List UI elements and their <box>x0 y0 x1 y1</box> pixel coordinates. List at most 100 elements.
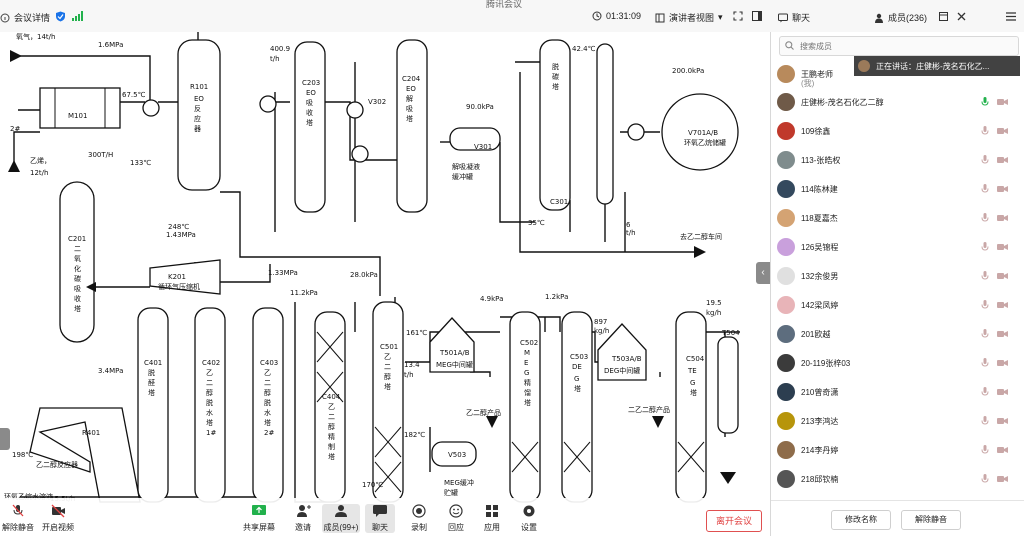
mic-icon[interactable] <box>981 445 989 455</box>
chat-icon <box>778 13 788 22</box>
reaction-button[interactable]: 回应 <box>442 504 470 533</box>
mic-icon[interactable] <box>981 271 989 281</box>
fullscreen-icon[interactable] <box>733 11 743 21</box>
sidebar-toggle-icon[interactable] <box>752 11 762 21</box>
member-name: 210曾奇潇 <box>801 387 839 397</box>
camera-icon[interactable] <box>997 301 1008 309</box>
member-row[interactable]: 113-张皓权 <box>777 148 1019 172</box>
avatar <box>777 93 795 111</box>
diagram-label: 19.5 <box>706 299 722 307</box>
diagram-label: 塔 <box>574 384 581 393</box>
member-row[interactable]: 126吴锦程 <box>777 235 1019 259</box>
popout-icon[interactable] <box>939 12 948 21</box>
mic-icon[interactable] <box>981 358 989 368</box>
diagram-label: 精 <box>328 432 335 441</box>
member-row[interactable]: 20-119张梓03 <box>777 351 1019 375</box>
share-screen-button[interactable]: 共享屏幕 <box>240 504 278 533</box>
search-input[interactable] <box>798 37 1002 55</box>
camera-icon[interactable] <box>997 185 1008 193</box>
mic-icon[interactable] <box>981 97 989 107</box>
diagram-label: C401 <box>144 359 162 367</box>
apps-button[interactable]: 应用 <box>478 504 506 533</box>
camera-icon[interactable] <box>997 359 1008 367</box>
diagram-label: 乙 <box>206 369 213 377</box>
member-row[interactable]: 142梁凤婷 <box>777 293 1019 317</box>
mic-icon[interactable] <box>981 300 989 310</box>
camera-icon[interactable] <box>997 388 1008 396</box>
camera-icon[interactable] <box>997 127 1008 135</box>
camera-icon[interactable] <box>997 156 1008 164</box>
member-row[interactable]: 210曾奇潇 <box>777 380 1019 404</box>
diagram-label: 1.2kPa <box>545 293 568 301</box>
leave-meeting-button[interactable]: 离开会议 <box>706 510 762 532</box>
member-search[interactable] <box>779 36 1019 56</box>
member-row[interactable]: 132余俊男 <box>777 264 1019 288</box>
diagram-label: 6 <box>626 221 631 229</box>
close-icon[interactable] <box>957 12 966 21</box>
mic-icon[interactable] <box>981 474 989 484</box>
diagram-label: t/h <box>270 55 280 63</box>
menu-icon[interactable] <box>1006 12 1016 21</box>
unmute-all-button[interactable]: 解除静音 <box>901 510 961 530</box>
member-row[interactable]: 庄健彬-茂名石化乙二醇 <box>777 90 1019 114</box>
camera-icon[interactable] <box>997 243 1008 251</box>
member-row[interactable]: 109徐鑫 <box>777 119 1019 143</box>
mic-icon[interactable] <box>981 416 989 426</box>
camera-icon[interactable] <box>997 446 1008 454</box>
invite-button[interactable]: 邀请 <box>288 504 318 533</box>
record-button[interactable]: 录制 <box>405 504 433 533</box>
diagram-label: 乙二醇产品 <box>466 408 501 417</box>
member-row[interactable]: 214李丹婷 <box>777 438 1019 462</box>
diagram-label: EO <box>406 85 416 93</box>
diagram-label: 脱 <box>148 368 155 377</box>
diagram-label: 3.4MPa <box>98 367 123 375</box>
collapse-panel-handle[interactable]: ‹ <box>756 262 770 284</box>
diagram-label: 248℃ <box>168 223 189 231</box>
mic-icon[interactable] <box>981 155 989 165</box>
members-tab[interactable]: 成员(236) <box>874 11 927 24</box>
meeting-details-button[interactable]: 会议详情 <box>0 11 50 24</box>
mic-icon[interactable] <box>981 242 989 252</box>
mic-icon[interactable] <box>981 184 989 194</box>
mute-button[interactable]: 解除静音 <box>0 504 36 533</box>
chat-tab[interactable]: 聊天 <box>778 11 810 24</box>
camera-icon[interactable] <box>997 214 1008 222</box>
members-button[interactable]: 成员(99+) <box>322 504 360 533</box>
diagram-label: 去乙二醇车间 <box>680 232 722 241</box>
gear-icon <box>523 505 535 517</box>
mic-icon[interactable] <box>981 126 989 136</box>
presenter-view-dropdown[interactable]: 演讲者视图 ▾ <box>655 11 723 24</box>
camera-icon[interactable] <box>997 98 1008 106</box>
member-row[interactable]: 114陈林建 <box>777 177 1019 201</box>
left-side-tab[interactable] <box>0 428 10 450</box>
settings-button[interactable]: 设置 <box>515 504 543 533</box>
diagram-label: 醇 <box>264 388 271 397</box>
mic-icon[interactable] <box>981 213 989 223</box>
mic-icon[interactable] <box>981 387 989 397</box>
camera-icon[interactable] <box>997 330 1008 338</box>
member-row[interactable]: 王鹏老师(我) <box>777 62 1019 88</box>
mic-icon[interactable] <box>981 329 989 339</box>
member-name: 218邱钦楠 <box>801 474 839 484</box>
member-row[interactable]: 118夏嘉杰 <box>777 206 1019 230</box>
chat-button[interactable]: 聊天 <box>365 504 395 533</box>
camera-icon[interactable] <box>997 272 1008 280</box>
member-row[interactable]: 218邱钦楠 <box>777 467 1019 491</box>
camera-icon[interactable] <box>997 417 1008 425</box>
mic-muted-icon <box>12 504 24 517</box>
member-row[interactable]: 201欧越 <box>777 322 1019 346</box>
video-button[interactable]: 开启视频 <box>40 504 76 533</box>
diagram-label: 吸 <box>306 99 313 107</box>
diagram-label: 897 <box>594 318 607 326</box>
signal-icon <box>72 11 83 21</box>
rename-button[interactable]: 修改名称 <box>831 510 891 530</box>
member-row[interactable]: 213李鸿达 <box>777 409 1019 433</box>
shield-icon <box>56 11 65 22</box>
diagram-label: t/h <box>626 229 636 237</box>
diagram-label: 塔 <box>384 382 391 391</box>
camera-icon[interactable] <box>997 475 1008 483</box>
member-name: 142梁凤婷 <box>801 300 839 310</box>
diagram-label: 塔 <box>328 452 335 461</box>
diagram-label: T503A/B <box>611 355 642 363</box>
diagram-label: MEG缓冲 <box>444 478 474 487</box>
